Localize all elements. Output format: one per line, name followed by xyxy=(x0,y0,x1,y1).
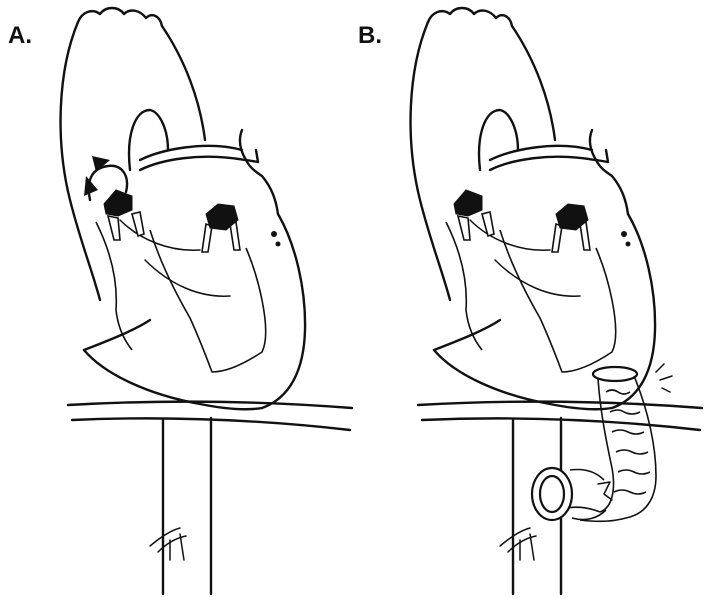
conduit-graft xyxy=(532,364,672,521)
panel-b-heart-drawing xyxy=(411,8,702,594)
panel-a-heart-drawing xyxy=(61,8,352,594)
